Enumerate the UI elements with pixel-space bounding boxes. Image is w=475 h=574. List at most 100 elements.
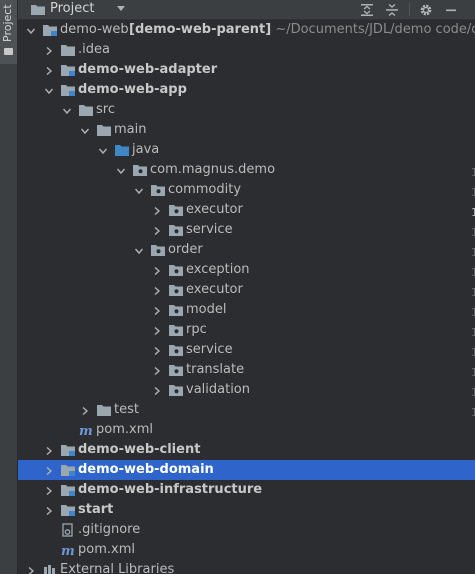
- tree-row-label: pom.xml: [78, 542, 135, 557]
- maven-icon: m: [60, 543, 76, 559]
- view-selector[interactable]: Project: [50, 1, 95, 16]
- expand-all-icon[interactable]: [359, 2, 375, 18]
- collapse-all-icon[interactable]: [384, 2, 400, 18]
- package-icon: [168, 383, 184, 397]
- chevron-right-icon[interactable]: [44, 65, 54, 76]
- chevron-right-icon[interactable]: [152, 385, 162, 396]
- tree-row-label: .gitignore: [78, 522, 141, 537]
- chevron-right-icon[interactable]: [26, 565, 36, 574]
- folder-icon: [96, 123, 112, 137]
- editor-gutter-mark: 1: [471, 166, 475, 179]
- project-name-bracket: [demo-web-parent]: [129, 22, 272, 37]
- folder-icon: [31, 5, 45, 15]
- tree-row[interactable]: exception: [18, 260, 475, 280]
- tree-row[interactable]: start: [18, 500, 475, 520]
- tree-row[interactable]: service: [18, 340, 475, 360]
- tree-row-label: exception: [186, 262, 250, 277]
- chevron-right-icon[interactable]: [44, 505, 54, 516]
- tree-row[interactable]: service: [18, 220, 475, 240]
- tree-row[interactable]: order: [18, 240, 475, 260]
- tree-row[interactable]: .idea: [18, 40, 475, 60]
- tree-row-label: External Libraries: [60, 562, 175, 574]
- chevron-down-icon[interactable]: [62, 105, 72, 115]
- folder-icon: [4, 48, 13, 55]
- tree-row-label: executor: [186, 282, 243, 297]
- chevron-down-icon[interactable]: [134, 245, 144, 255]
- tree-row[interactable]: demo-web [demo-web-parent] ~/Documents/J…: [18, 20, 475, 40]
- chevron-down-icon[interactable]: [26, 25, 36, 35]
- module-folder-icon: [60, 463, 76, 477]
- chevron-down-icon[interactable]: [98, 145, 108, 155]
- tree-row-label: service: [186, 222, 233, 237]
- tree-row[interactable]: External Libraries: [18, 560, 475, 574]
- tree-row-label: src: [96, 102, 115, 117]
- chevron-right-icon[interactable]: [152, 305, 162, 316]
- tree-row[interactable]: demo-web-infrastructure: [18, 480, 475, 500]
- editor-gutter-mark: 1: [471, 326, 475, 339]
- chevron-down-icon[interactable]: [116, 165, 126, 175]
- tree-row[interactable]: .gitignore: [18, 520, 475, 540]
- chevron-right-icon[interactable]: [152, 365, 162, 376]
- tree-row-label: demo-web-app: [78, 82, 187, 97]
- tree-row[interactable]: demo-web-adapter: [18, 60, 475, 80]
- tree-row[interactable]: executor: [18, 280, 475, 300]
- tree-row[interactable]: rpc: [18, 320, 475, 340]
- editor-gutter-mark: 1: [471, 206, 475, 219]
- chevron-right-icon[interactable]: [44, 445, 54, 456]
- tree-row[interactable]: commodity: [18, 180, 475, 200]
- tree-row-label: start: [78, 502, 114, 517]
- tree-row[interactable]: com.magnus.demo: [18, 160, 475, 180]
- chevron-down-icon[interactable]: [44, 85, 54, 95]
- editor-gutter-mark: 1: [471, 246, 475, 259]
- package-icon: [150, 183, 166, 197]
- tree-row-label: translate: [186, 362, 245, 377]
- chevron-right-icon[interactable]: [44, 465, 54, 476]
- tree-row[interactable]: main: [18, 120, 475, 140]
- tree-row[interactable]: demo-web-client: [18, 440, 475, 460]
- package-icon: [168, 303, 184, 317]
- project-tree[interactable]: demo-web [demo-web-parent] ~/Documents/J…: [18, 20, 475, 574]
- chevron-right-icon[interactable]: [152, 325, 162, 336]
- libraries-icon: [42, 563, 58, 574]
- tree-row[interactable]: validation: [18, 380, 475, 400]
- tree-row[interactable]: translate: [18, 360, 475, 380]
- minimize-icon[interactable]: [443, 2, 459, 18]
- chevron-down-icon[interactable]: [80, 125, 90, 135]
- module-folder-icon: [42, 23, 58, 37]
- svg-text:m: m: [79, 424, 93, 437]
- tree-row[interactable]: test: [18, 400, 475, 420]
- chevron-right-icon[interactable]: [44, 45, 54, 56]
- tree-row[interactable]: executor: [18, 200, 475, 220]
- project-tool-tab[interactable]: Project: [0, 0, 17, 64]
- chevron-down-icon[interactable]: [117, 6, 125, 11]
- tree-row[interactable]: model: [18, 300, 475, 320]
- module-folder-icon: [60, 63, 76, 77]
- chevron-right-icon[interactable]: [152, 225, 162, 236]
- tool-window-header: Project: [18, 0, 475, 20]
- tree-row-label: demo-web-client: [78, 442, 201, 457]
- tree-row-label: main: [114, 122, 147, 137]
- tree-row-label: service: [186, 342, 233, 357]
- editor-gutter-mark: 1: [471, 366, 475, 379]
- tree-row[interactable]: demo-web-app: [18, 80, 475, 100]
- chevron-right-icon[interactable]: [152, 205, 162, 216]
- tree-row[interactable]: demo-web-domain: [18, 460, 475, 480]
- package-icon: [150, 243, 166, 257]
- tree-row[interactable]: java: [18, 140, 475, 160]
- package-icon: [168, 283, 184, 297]
- chevron-down-icon[interactable]: [134, 185, 144, 195]
- tree-row-label: demo-web-infrastructure: [78, 482, 263, 497]
- chevron-right-icon[interactable]: [44, 485, 54, 496]
- package-icon: [168, 323, 184, 337]
- chevron-right-icon[interactable]: [152, 265, 162, 276]
- chevron-right-icon[interactable]: [152, 285, 162, 296]
- chevron-right-icon[interactable]: [152, 345, 162, 356]
- tree-row[interactable]: src: [18, 100, 475, 120]
- gear-icon[interactable]: [418, 2, 434, 18]
- tree-row-label: demo-web: [60, 22, 129, 37]
- editor-gutter-mark: 1: [471, 306, 475, 319]
- package-icon: [168, 343, 184, 357]
- chevron-right-icon[interactable]: [80, 405, 90, 416]
